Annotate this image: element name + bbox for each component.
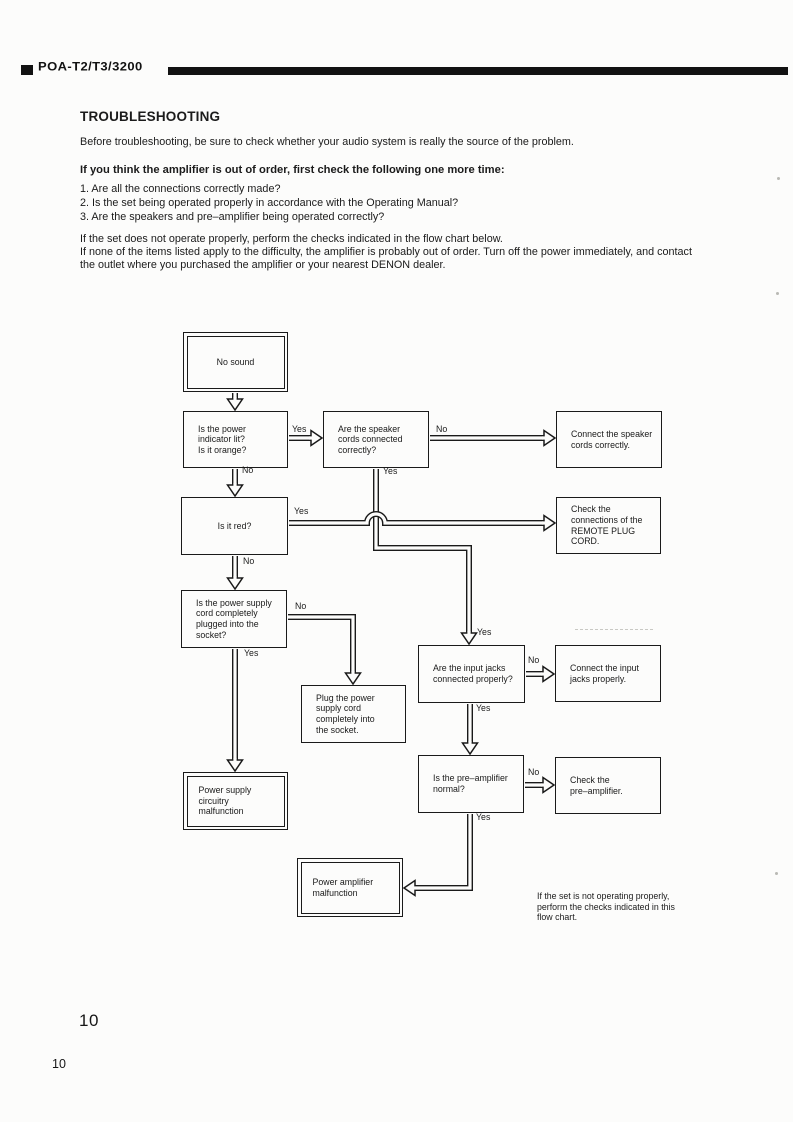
power-supply-cord-text: Is the power supply cord completely plug… <box>196 597 272 640</box>
check-item-1: 1. Are all the connections correctly mad… <box>80 183 281 195</box>
power-indicator-text: Is the power indicator lit? Is it orange… <box>198 423 247 455</box>
no-sound-inner-frame: No sound <box>186 335 285 389</box>
label-yes-preamp-down: Yes <box>476 812 491 822</box>
label-yes-red-right: Yes <box>294 506 309 516</box>
label-no-supply-right: No <box>295 601 307 611</box>
label-no-red-down: No <box>243 556 255 566</box>
flow-box-connect-speaker-cords: Connect the speaker cords correctly. <box>556 411 662 468</box>
label-no-speaker-right: No <box>436 424 448 434</box>
flowchart-note: If the set is not operating properly, pe… <box>537 891 675 923</box>
flow-box-connect-input-jacks: Connect the input jacks properly. <box>555 645 661 702</box>
page-title: TROUBLESHOOTING <box>80 109 221 124</box>
check-list: 1. Are all the connections correctly mad… <box>80 183 458 225</box>
flow-box-plug-power-cord: Plug the power supply cord completely in… <box>301 685 406 743</box>
flow-terminal-power-supply-malfunction: Power supply circuitry malfunction <box>183 772 288 830</box>
page-number-small: 10 <box>52 1057 66 1071</box>
flow-box-check-remote-plug: Check the connections of the REMOTE PLUG… <box>556 497 661 554</box>
no-sound-text: No sound <box>216 356 255 367</box>
connector-red-yes-to-remote-plug <box>289 511 545 526</box>
connector-supply-no-to-plug <box>288 614 356 674</box>
connector-speaker-yes-to-input-jacks <box>373 469 472 634</box>
scan-speck <box>777 177 780 180</box>
flow-terminal-power-amp-malfunction: Power amplifier malfunction <box>297 858 403 917</box>
check-preamp-text: Check the pre–amplifier. <box>570 774 623 796</box>
connector-preamp-yes-to-poweramp <box>414 814 473 891</box>
check-heading: If you think the amplifier is out of ord… <box>80 164 505 176</box>
connect-speaker-cords-text: Connect the speaker cords correctly. <box>571 428 653 450</box>
speaker-cords-text: Are the speaker cords connected correctl… <box>338 423 403 455</box>
scan-artifact <box>575 629 653 630</box>
check-remote-plug-text: Check the connections of the REMOTE PLUG… <box>571 504 643 547</box>
connect-input-jacks-text: Connect the input jacks properly. <box>570 662 639 684</box>
flow-terminal-no-sound: No sound <box>183 332 288 392</box>
logo-square-icon <box>21 65 33 75</box>
label-no-jacks-right: No <box>528 655 540 665</box>
check-item-3: 3. Are the speakers and pre–amplifier be… <box>80 210 385 223</box>
header-rule <box>168 67 788 75</box>
check-item-2: 2. Is the set being operated properly in… <box>80 196 459 209</box>
preamp-normal-text: Is the pre–amplifier normal? <box>433 773 508 794</box>
flow-box-preamp-normal: Is the pre–amplifier normal? <box>418 755 524 813</box>
label-no-power-down: No <box>242 465 254 475</box>
intro-paragraph: Before troubleshooting, be sure to check… <box>80 136 574 148</box>
label-no-preamp-right: No <box>528 767 540 777</box>
plug-power-cord-text: Plug the power supply cord completely in… <box>316 692 375 735</box>
scan-speck <box>776 292 779 295</box>
scan-speck <box>775 872 778 875</box>
is-it-red-text: Is it red? <box>217 520 252 531</box>
flow-box-power-supply-cord: Is the power supply cord completely plug… <box>181 590 287 648</box>
power-supply-malfunction-inner-frame: Power supply circuitry malfunction <box>186 775 285 827</box>
paragraph-flowchart-intro: If the set does not operate properly, pe… <box>80 233 503 245</box>
input-jacks-text: Are the input jacks connected properly? <box>433 663 513 684</box>
label-yes-power-to-speaker: Yes <box>292 424 307 434</box>
power-amp-malfunction-text: Power amplifier malfunction <box>312 876 374 898</box>
flow-box-power-indicator: Is the power indicator lit? Is it orange… <box>183 411 288 468</box>
flow-box-speaker-cords: Are the speaker cords connected correctl… <box>323 411 429 468</box>
paragraph-out-of-order: If none of the items listed apply to the… <box>80 246 692 271</box>
model-name: POA-T2/T3/3200 <box>38 59 143 74</box>
page-number-large: 10 <box>79 1011 99 1030</box>
label-yes-jacks-down: Yes <box>476 703 491 713</box>
label-yes-speaker-down: Yes <box>383 466 398 476</box>
flow-box-input-jacks: Are the input jacks connected properly? <box>418 645 525 703</box>
flow-box-is-it-red: Is it red? <box>181 497 288 555</box>
power-amp-malfunction-inner-frame: Power amplifier malfunction <box>300 861 400 914</box>
flow-box-check-preamp: Check the pre–amplifier. <box>555 757 661 814</box>
label-yes-supply-down: Yes <box>244 648 259 658</box>
label-yes-into-input-jacks: Yes <box>477 627 492 637</box>
power-supply-malfunction-text: Power supply circuitry malfunction <box>198 785 252 817</box>
